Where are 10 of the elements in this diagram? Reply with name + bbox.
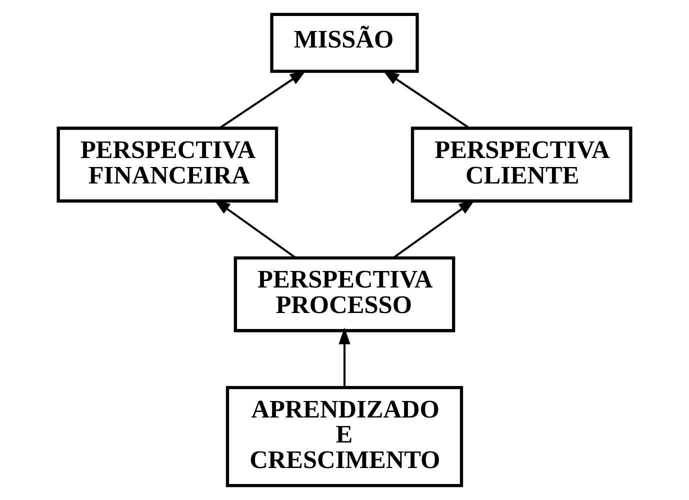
node-box: PERSPECTIVA CLIENTE	[410, 126, 632, 203]
node-box: PERSPECTIVA FINANCEIRA	[56, 126, 278, 203]
arrow	[219, 70, 307, 129]
arrow	[338, 328, 350, 388]
node-box: PERSPECTIVA PROCESSO	[234, 256, 456, 332]
arrow	[214, 199, 296, 259]
node-box: APRENDIZADO E CRESCIMENTO	[226, 386, 464, 488]
arrow	[382, 70, 470, 129]
arrow	[392, 199, 476, 259]
node-box: MISSÃO	[270, 12, 419, 73]
